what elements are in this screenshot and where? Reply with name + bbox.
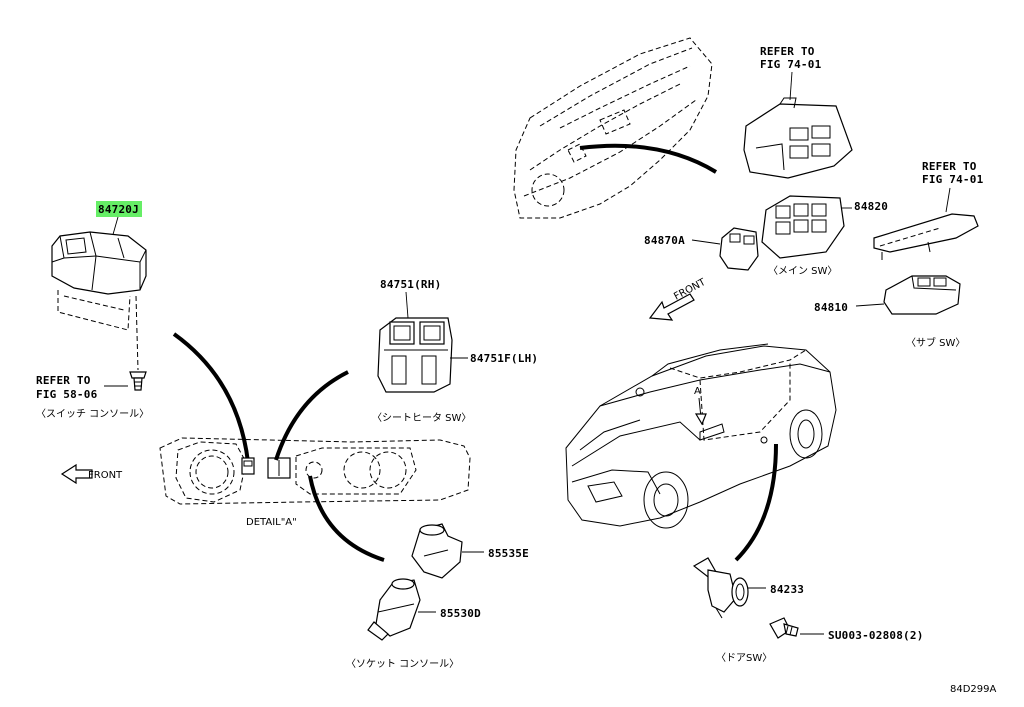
refer-to-label-74a-line2[interactable]: FIG 74-01 — [760, 58, 822, 71]
part-number-85530D[interactable]: 85530D — [440, 607, 481, 620]
sub-sw-part: REFER TO FIG 74-01 84810 〈サブ SW〉 — [814, 160, 984, 349]
main-switch-part: 84820 84870A 〈メイン SW〉 — [644, 195, 888, 277]
refer-to-label-74b-line1[interactable]: REFER TO — [922, 160, 977, 173]
part-number-85535E[interactable]: 85535E — [488, 547, 529, 560]
switch-console-caption: 〈スイッチ コンソール〉 — [36, 408, 149, 420]
door-trim-part — [513, 37, 713, 219]
part-number-84233[interactable]: 84233 — [770, 583, 804, 596]
part-number-84751-rh[interactable]: 84751(RH) — [380, 278, 441, 291]
pointer-curve-switch — [172, 332, 250, 463]
door-sw-caption: 〈ドアSW〉 — [716, 652, 772, 664]
car-illustration: A — [565, 343, 837, 529]
part-number-84870A[interactable]: 84870A — [644, 234, 685, 247]
main-sw-housing: REFER TO FIG 74-01 — [743, 45, 853, 179]
front-arrow-left: FRONT — [60, 463, 123, 485]
part-number-84751f-lh[interactable]: 84751F(LH) — [470, 352, 538, 365]
front-arrow-right: FRONT — [648, 276, 708, 321]
refer-to-label-74b-line2[interactable]: FIG 74-01 — [922, 173, 984, 186]
seat-heater-switch-part: 84751(RH) 84751F(LH) 〈シートヒータ SW〉 — [372, 278, 538, 424]
socket-parts: 85535E 85530D 〈ソケット コンソール〉 — [346, 523, 529, 670]
part-number-84820[interactable]: 84820 — [854, 200, 888, 213]
socket-console-caption: 〈ソケット コンソール〉 — [346, 658, 459, 670]
detail-a-label: DETAIL"A" — [246, 517, 297, 528]
switch-console-part: 84720J REFER TO FIG 58-06 〈スイッチ コンソール〉 — [36, 201, 149, 420]
part-number-84810[interactable]: 84810 — [814, 301, 848, 314]
refer-to-label-58-line1[interactable]: REFER TO — [36, 374, 91, 387]
front-label-left: FRONT — [88, 470, 123, 481]
refer-to-label-74a-line1[interactable]: REFER TO — [760, 45, 815, 58]
detail-a-console: DETAIL"A" — [159, 437, 471, 528]
pointer-curve-door-sw — [734, 443, 778, 562]
door-sw-part: 84233 SU003-02808(2) 〈ドアSW〉 — [692, 557, 924, 664]
drawing-number: 84D299A — [950, 684, 997, 695]
pointer-curve-socket — [308, 475, 385, 562]
pointer-curve-door — [579, 143, 718, 174]
main-sw-caption: 〈メイン SW〉 — [768, 265, 837, 277]
seat-heater-caption: 〈シートヒータ SW〉 — [372, 412, 471, 424]
part-number-su003[interactable]: SU003-02808(2) — [828, 629, 924, 642]
sub-sw-caption: 〈サブ SW〉 — [906, 336, 965, 349]
pointer-curve-seat-heater — [274, 370, 349, 461]
car-marker-a: A — [694, 386, 701, 397]
refer-to-label-58-line2[interactable]: FIG 58-06 — [36, 388, 98, 401]
highlight-84720J — [96, 201, 142, 217]
part-number-84720J[interactable]: 84720J — [98, 203, 139, 216]
